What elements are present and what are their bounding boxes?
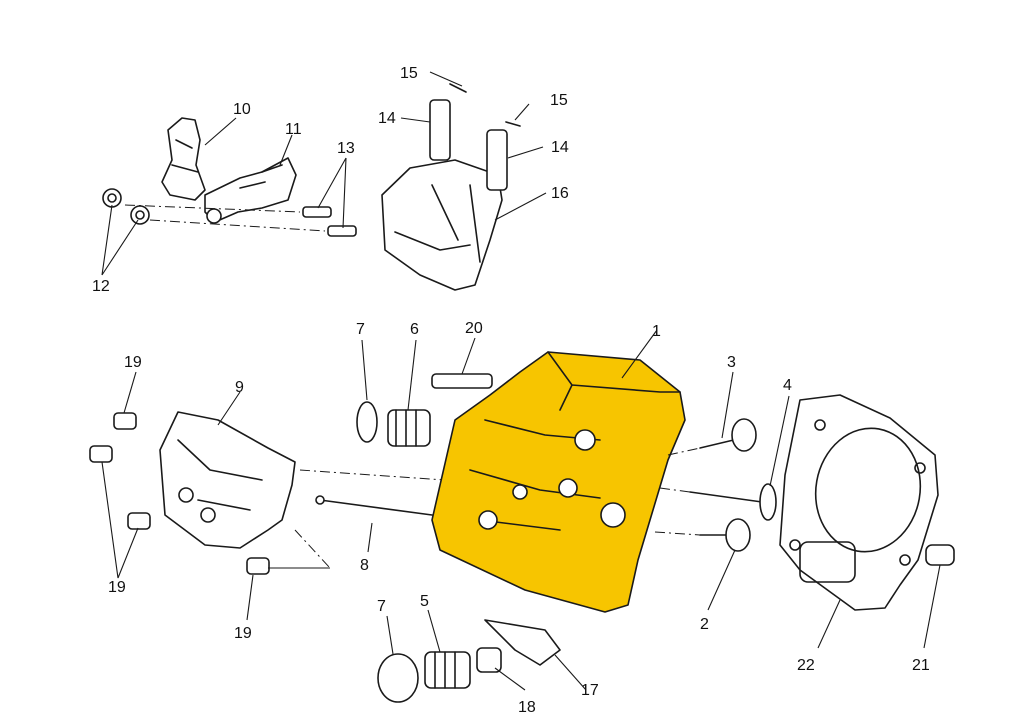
- valve-spring-6: [387, 409, 431, 447]
- callout-13: 13: [337, 140, 355, 157]
- bolt-19: [89, 412, 270, 575]
- bolt-20: [431, 373, 493, 389]
- pushrod-tube-14: [429, 99, 508, 191]
- valve-stem-seal-18: [476, 647, 502, 673]
- callout-14-left: 14: [378, 110, 396, 127]
- rocker-arm-10: [161, 117, 206, 201]
- clip-15: [449, 83, 521, 127]
- callout-9: 9: [235, 379, 244, 396]
- head-gasket-22: [779, 394, 939, 611]
- rocker-pivot-17: [484, 619, 561, 666]
- bolt-13: [302, 206, 357, 237]
- callout-16: 16: [551, 185, 569, 202]
- leader-lines: [101, 71, 941, 691]
- callout-22: 22: [797, 657, 815, 674]
- callout-10: 10: [233, 101, 251, 118]
- cylinder-head-1: [431, 351, 686, 613]
- callout-21: 21: [912, 657, 930, 674]
- callout-2: 2: [700, 616, 709, 633]
- callout-5: 5: [420, 593, 429, 610]
- callout-15-right: 15: [550, 92, 568, 109]
- pushrod-8: [315, 495, 433, 516]
- callout-4: 4: [783, 377, 792, 394]
- dowel-pin-21: [925, 544, 955, 566]
- pushrod-guide-16: [381, 159, 503, 291]
- rocker-arm-11: [204, 157, 297, 224]
- rocker-bracket-9: [159, 411, 296, 549]
- callout-7-top: 7: [356, 321, 365, 338]
- valve-4: [689, 483, 777, 521]
- callout-19-left: 19: [108, 579, 126, 596]
- callout-12: 12: [92, 278, 110, 295]
- spring-retainer-7: [356, 401, 419, 703]
- callout-8: 8: [360, 557, 369, 574]
- callout-11: 11: [285, 121, 302, 138]
- callout-6: 6: [410, 321, 419, 338]
- callout-19-top: 19: [124, 354, 142, 371]
- callout-7-bottom: 7: [377, 598, 386, 615]
- callout-17: 17: [581, 682, 599, 699]
- valve-spring-5: [424, 651, 471, 689]
- callout-3: 3: [727, 354, 736, 371]
- valve-seat-2: [699, 518, 751, 552]
- callout-19-bottom: 19: [234, 625, 252, 642]
- valve-3: [699, 418, 757, 452]
- callout-18: 18: [518, 699, 536, 716]
- callout-14-right: 14: [551, 139, 569, 156]
- callout-20: 20: [465, 320, 483, 337]
- callout-1: 1: [652, 323, 661, 340]
- callout-15-left: 15: [400, 65, 418, 82]
